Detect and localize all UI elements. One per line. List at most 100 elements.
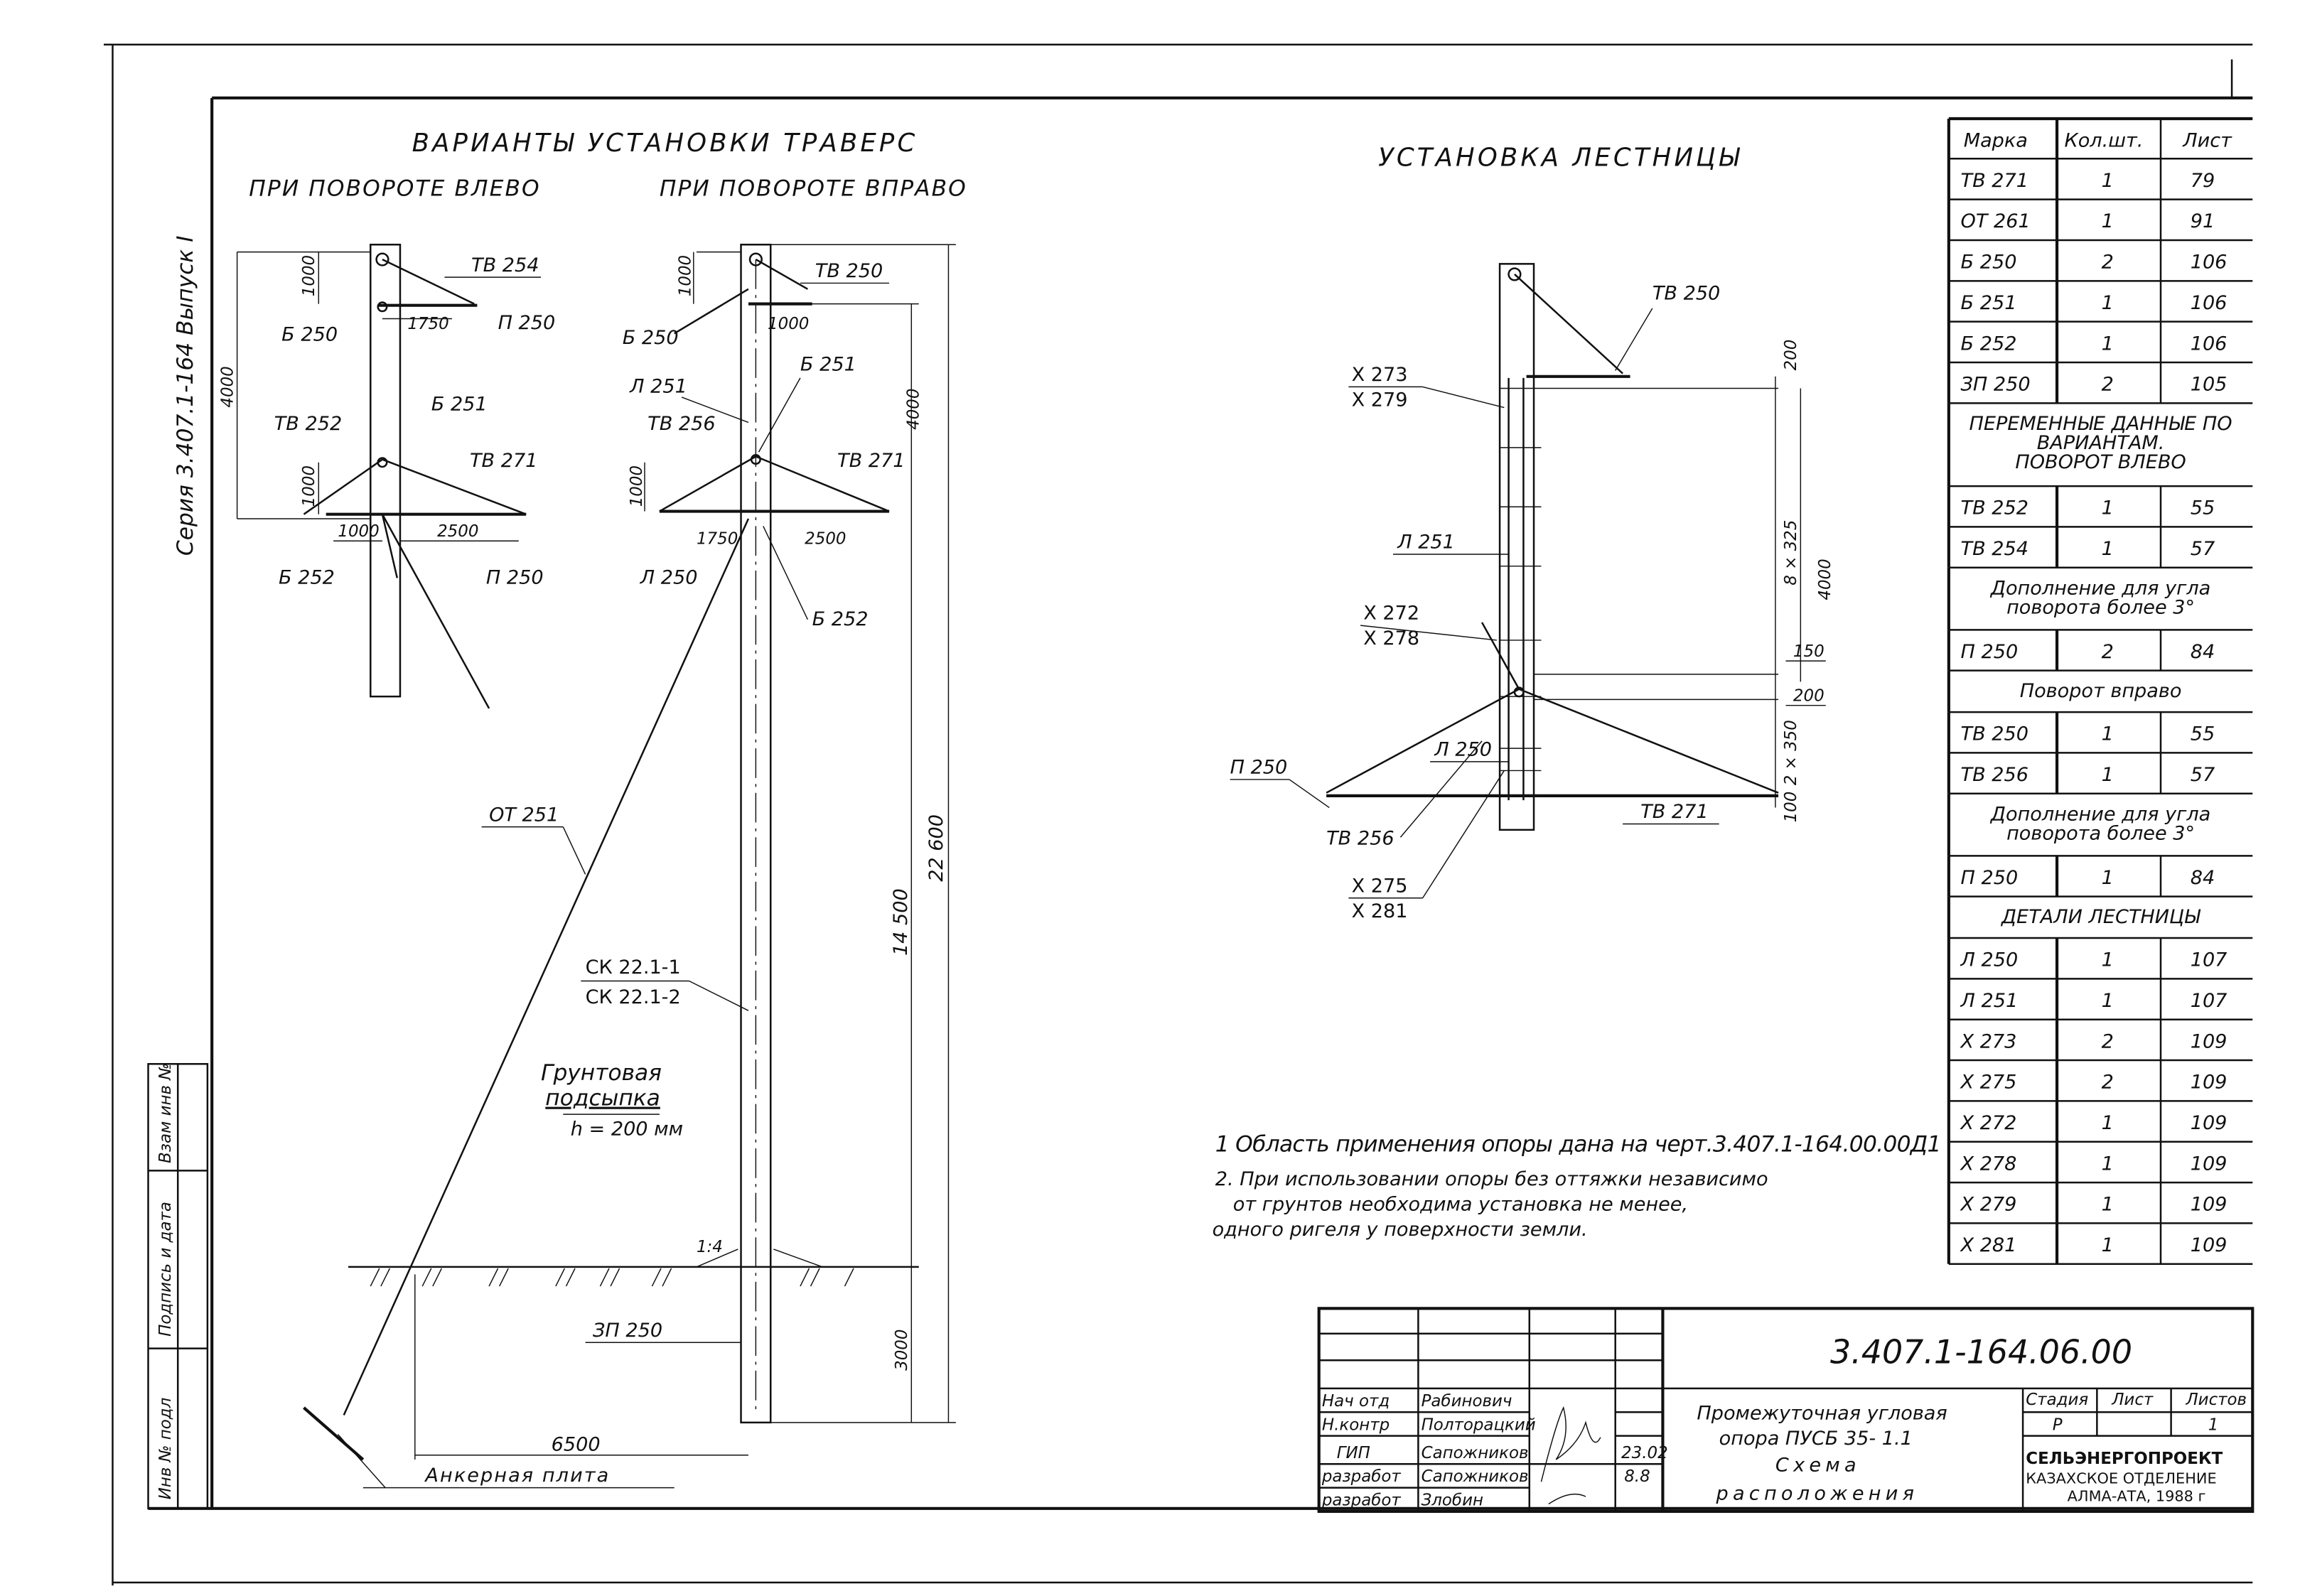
table-cell: ТВ 250 — [1961, 723, 2028, 745]
signature-date-label: Подпись и дата — [156, 1202, 175, 1337]
label-b250: Б 250 — [623, 327, 679, 349]
table-cell: ТВ 271 — [1961, 170, 2028, 192]
label-l251: Л 251 — [1397, 532, 1455, 554]
table-cell: 1 — [2102, 292, 2114, 314]
dim-150: 150 — [1793, 642, 1825, 661]
table-cell: 109 — [2191, 1234, 2228, 1256]
table-cell: 109 — [2191, 1030, 2228, 1052]
table-cell: 1 — [2102, 333, 2114, 355]
table-cell: Х 281 — [1960, 1234, 2017, 1256]
table-cell: 2 — [2102, 641, 2114, 663]
label-x279: Х 279 — [1352, 389, 1408, 411]
notes: 1 Область применения опоры дана на черт.… — [1213, 1131, 1942, 1241]
label-x281: Х 281 — [1352, 900, 1408, 922]
label-l251: Л 251 — [629, 376, 687, 398]
dim-1750: 1750 — [697, 529, 738, 548]
note-2-line-3: одного ригеля у поверхности земли. — [1213, 1219, 1588, 1241]
table-cell: 1 — [2102, 867, 2114, 889]
table-cell: Л 250 — [1960, 949, 2019, 971]
label-b251: Б 251 — [800, 353, 856, 375]
table-section-heading: Дополнение для угла — [1990, 577, 2211, 599]
role-2: Н.контр — [1322, 1416, 1390, 1434]
table-header-cell: Лист — [2182, 130, 2232, 152]
table-cell: Б 251 — [1961, 292, 2017, 314]
dim-2x350: 2 × 350 — [1782, 720, 1800, 785]
label-p250: П 250 — [498, 312, 556, 334]
table-cell: 1 — [2102, 210, 2114, 232]
dim-1000-top: 1000 — [300, 255, 318, 296]
table-section-heading: поворота более 3° — [2006, 822, 2195, 844]
table-cell: 57 — [2191, 764, 2215, 786]
table-cell: 91 — [2191, 210, 2215, 232]
table-cell: 1 — [2102, 1153, 2114, 1175]
table-section-heading: ПЕРЕМЕННЫЕ ДАННЫЕ ПО — [1969, 413, 2232, 435]
label-x275: Х 275 — [1352, 875, 1408, 897]
series-stamp: Серия 3.407.1-164 Выпуск I — [173, 236, 198, 556]
table-cell: 84 — [2191, 867, 2215, 889]
table-cell: ЗП 250 — [1961, 374, 2031, 396]
table-cell: 106 — [2191, 292, 2228, 314]
label-tv271: ТВ 271 — [1640, 801, 1708, 823]
table-cell: Х 279 — [1960, 1194, 2017, 1216]
table-cell: 55 — [2191, 723, 2215, 745]
label-p250: П 250 — [1230, 757, 1288, 779]
dim-200-mid: 200 — [1793, 686, 1825, 705]
label-tv256: ТВ 256 — [647, 413, 715, 435]
table-cell: 106 — [2191, 333, 2228, 355]
table-cell: 105 — [2191, 374, 2228, 396]
role-3: ГИП — [1337, 1444, 1370, 1462]
table-section-heading: ДЕТАЛИ ЛЕСТНИЦЫ — [2001, 906, 2201, 928]
label-l250: Л 250 — [640, 567, 698, 589]
table-cell: Х 275 — [1960, 1072, 2017, 1094]
table-cell: 1 — [2102, 1194, 2114, 1216]
name-1: Рабинович — [1422, 1392, 1512, 1411]
dim-1750: 1750 — [407, 315, 448, 333]
dim-3000: 3000 — [893, 1330, 911, 1371]
label-fill-1: Грунтовая — [541, 1060, 662, 1086]
label-ck-2: СК 22.1-2 — [586, 986, 681, 1008]
table-cell: 109 — [2191, 1072, 2228, 1094]
table-cell: 109 — [2191, 1153, 2228, 1175]
table-cell: 55 — [2191, 497, 2215, 519]
name-4: Сапожников — [1422, 1467, 1529, 1486]
note-2-line-1: 2. При использовании опоры без оттяжки н… — [1215, 1168, 1768, 1190]
table-cell: Л 251 — [1960, 990, 2019, 1012]
table-cell: 109 — [2191, 1112, 2228, 1134]
label-p250-bottom: П 250 — [486, 567, 544, 589]
table-cell: 1 — [2102, 497, 2114, 519]
label-b252: Б 252 — [812, 608, 869, 630]
table-cell: 57 — [2191, 538, 2215, 560]
side-columns: Инв № подл Подпись и дата Взам инв № — [147, 1063, 209, 1510]
role-4: разработ — [1321, 1467, 1402, 1486]
label-tv271: ТВ 271 — [837, 450, 905, 472]
sheet-label: Лист — [2111, 1391, 2154, 1409]
table-cell: 1 — [2102, 170, 2114, 192]
replace-inv-label: Взам инв № — [156, 1063, 175, 1163]
left-turn-title: ПРИ ПОВОРОТЕ ВЛЕВО — [249, 176, 540, 201]
table-cell: 106 — [2191, 252, 2228, 274]
label-b252: Б 252 — [279, 567, 335, 589]
table-header-cell: Марка — [1964, 130, 2028, 152]
table-cell: 1 — [2102, 1234, 2114, 1256]
label-ck-1: СК 22.1-1 — [586, 956, 681, 978]
dim-2500: 2500 — [437, 522, 478, 541]
ladder-title: УСТАНОВКА ЛЕСТНИЦЫ — [1378, 144, 1742, 173]
title-line-2: опора ПУСБ 35- 1.1 — [1719, 1428, 1913, 1450]
name-5: Злобин — [1422, 1492, 1483, 1510]
dim-4000: 4000 — [218, 366, 237, 407]
dim-4000: 4000 — [905, 389, 923, 430]
table-section-heading: поворота более 3° — [2006, 596, 2195, 618]
name-3: Сапожников — [1422, 1444, 1529, 1462]
title-line-1: Промежуточная угловая — [1697, 1403, 1947, 1425]
label-fill-h: h = 200 мм — [571, 1118, 683, 1140]
label-ot251: ОТ 251 — [489, 804, 559, 826]
table-cell: ТВ 254 — [1961, 538, 2028, 560]
label-zp250: ЗП 250 — [593, 1320, 662, 1342]
traverse-title: ВАРИАНТЫ УСТАНОВКИ ТРАВЕРС — [412, 129, 918, 158]
dim-100: 100 — [1782, 792, 1800, 823]
org-name: СЕЛЬЭНЕРГОПРОЕКТ — [2026, 1450, 2223, 1468]
table-cell: Х 278 — [1960, 1153, 2017, 1175]
table-cell: 1 — [2102, 764, 2114, 786]
signature — [1540, 1406, 1601, 1505]
dim-1000-mid: 1000 — [628, 465, 646, 507]
